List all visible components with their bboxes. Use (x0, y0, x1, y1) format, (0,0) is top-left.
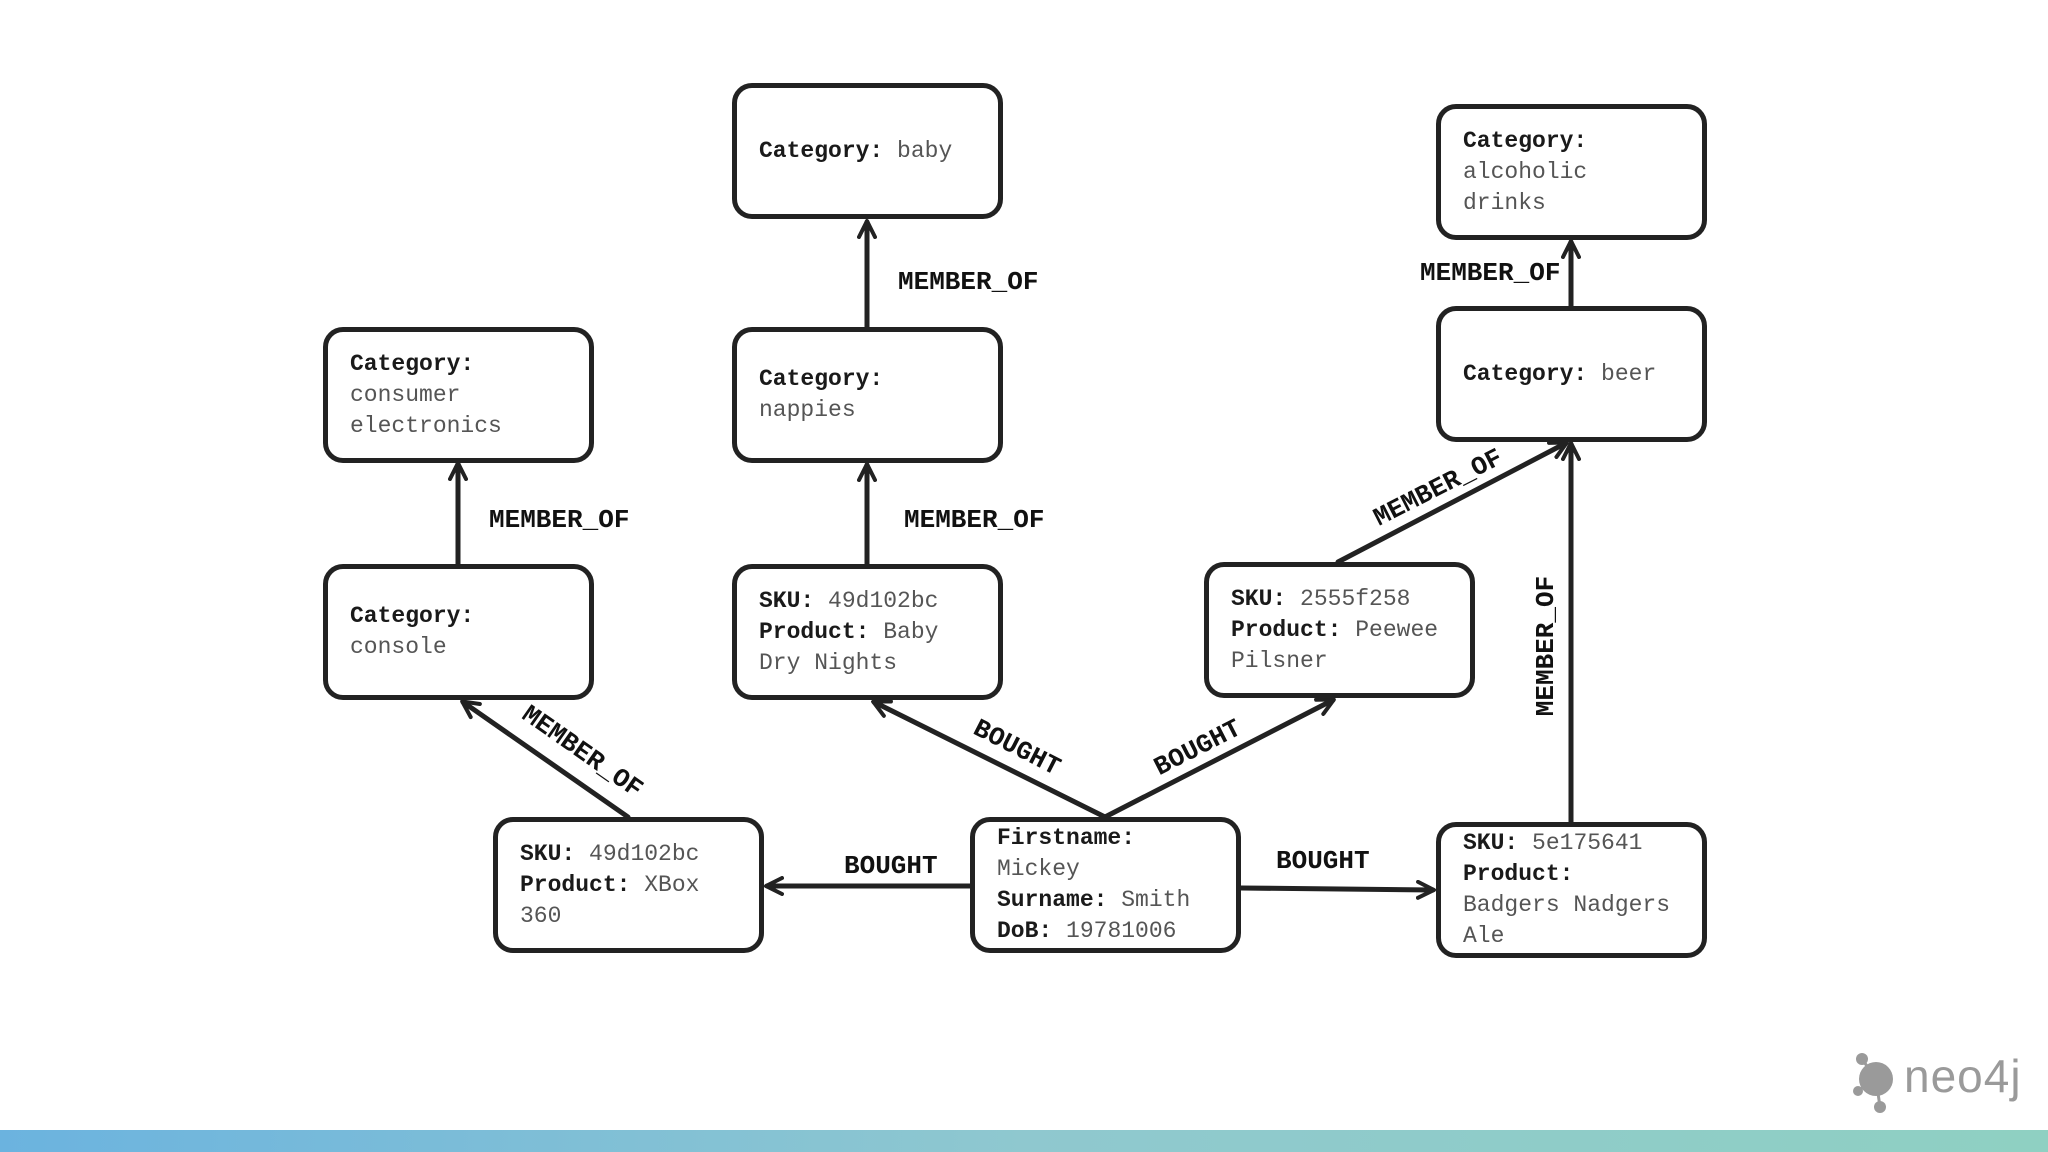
field-key: SKU: (1463, 830, 1519, 856)
node-field: SKU: 5e175641 (1463, 828, 1680, 859)
field-key: SKU: (520, 840, 576, 867)
node-field: Category: baby (759, 136, 976, 167)
node-cat-nappies: Category: nappies (732, 327, 1003, 463)
node-field: Category: alcoholic drinks (1463, 126, 1680, 219)
node-field: SKU: 49d102bc (520, 839, 737, 870)
accent-bar (0, 1130, 2048, 1152)
node-field: Product: Baby Dry Nights (759, 617, 976, 679)
field-value: 2555f258 (1300, 585, 1411, 612)
field-key: Surname: (997, 887, 1108, 913)
field-key: DoB: (997, 918, 1053, 944)
edge-person-to-sku-peewee (1102, 697, 1336, 820)
field-key: Category: (1463, 127, 1588, 154)
edge-person-to-sku-baby (871, 699, 1108, 820)
field-value: 19781006 (1066, 918, 1177, 944)
field-value: XBox 360 (520, 871, 700, 929)
field-value: nappies (759, 397, 856, 423)
edge-label-member-of: MEMBER_OF (904, 505, 1045, 535)
edge-label-member-of: MEMBER_OF (898, 267, 1039, 297)
edge-sku-peewee-to-cat-beer (1335, 440, 1569, 565)
neo4j-logo: neo4j (1846, 1045, 2021, 1117)
logo-text: neo4j (1904, 1050, 2022, 1102)
node-field: SKU: 2555f258 (1231, 584, 1448, 615)
edge-label-member-of: MEMBER_OF (1420, 258, 1561, 288)
field-value: beer (1601, 360, 1657, 387)
field-key: Category: (350, 603, 475, 629)
field-value: alcoholic drinks (1463, 158, 1588, 216)
node-cat-alcohol: Category: alcoholic drinks (1436, 104, 1707, 240)
field-value: 49d102bc (828, 587, 939, 614)
node-field: Product: Peewee Pilsner (1231, 615, 1448, 677)
field-key: Product: (1463, 861, 1574, 887)
field-key: SKU: (1231, 585, 1287, 612)
field-key: Category: (350, 350, 475, 377)
node-field: SKU: 49d102bc (759, 586, 976, 617)
field-key: SKU: (759, 587, 815, 614)
node-field: Surname: Smith (997, 885, 1214, 916)
node-cat-consumer: Category: consumer electronics (323, 327, 594, 463)
neo4j-mark-icon (1853, 1053, 1893, 1113)
field-key: Product: (520, 871, 631, 898)
node-field: Category: nappies (759, 364, 976, 426)
field-value: consumer electronics (350, 381, 502, 439)
field-key: Product: (759, 618, 870, 645)
edge-sku-xbox-to-cat-console (460, 699, 631, 820)
field-value: console (350, 634, 447, 660)
node-field: Firstname: Mickey (997, 823, 1214, 885)
field-key: Category: (759, 137, 884, 164)
field-key: Firstname: (997, 825, 1136, 851)
field-key: Category: (759, 366, 884, 392)
node-field: Category: consumer electronics (350, 349, 567, 442)
field-value: baby (897, 137, 953, 164)
edge-label-member-of: MEMBER_OF (489, 505, 630, 535)
node-field: Product: XBox 360 (520, 870, 737, 932)
field-key: Product: (1231, 616, 1342, 643)
node-field: Product: Badgers Nadgers Ale (1463, 859, 1680, 952)
field-key: Category: (1463, 360, 1588, 387)
node-cat-console: Category: console (323, 564, 594, 700)
edge-label-bought: BOUGHT (1276, 846, 1370, 876)
node-field: Category: beer (1463, 359, 1680, 390)
field-value: 49d102bc (589, 840, 700, 867)
edge-label-member-of: MEMBER_OF (1531, 575, 1562, 717)
edge-person-to-sku-badgers (1238, 879, 1436, 900)
node-cat-beer: Category: beer (1436, 306, 1707, 442)
node-field: DoB: 19781006 (997, 916, 1214, 947)
node-cat-baby: Category: baby (732, 83, 1003, 219)
field-value: Peewee Pilsner (1231, 616, 1439, 674)
field-value: 5e175641 (1532, 830, 1643, 856)
field-value: Smith (1121, 887, 1191, 913)
node-field: Category: console (350, 601, 567, 663)
field-value: Baby Dry Nights (759, 618, 939, 676)
edge-label-bought: BOUGHT (844, 851, 938, 881)
field-value: Badgers Nadgers Ale (1463, 892, 1671, 949)
field-value: Mickey (997, 856, 1080, 882)
